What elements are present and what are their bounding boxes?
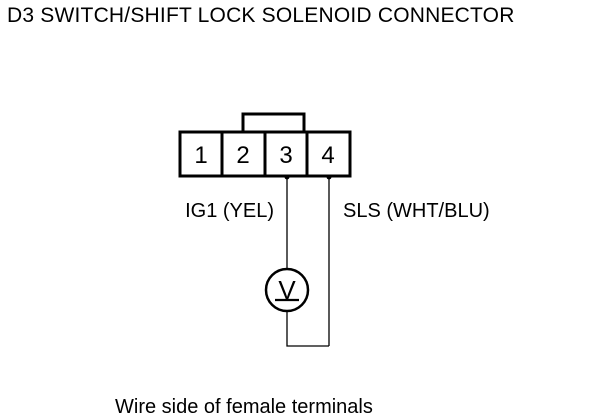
probe-wire-pin3-lower xyxy=(286,311,329,347)
wire-label-ig1: IG1 (YEL) xyxy=(185,200,274,222)
connector-latch xyxy=(241,112,306,135)
wire-label-sls: SLS (WHT/BLU) xyxy=(343,200,490,222)
voltmeter-icon: V xyxy=(264,267,310,313)
terminal-dot-3 xyxy=(284,174,290,180)
pin-number-4: 4 xyxy=(321,142,334,169)
diagram-title: D3 SWITCH/SHIFT LOCK SOLENOID CONNECTOR xyxy=(7,4,515,27)
terminal-dot-4 xyxy=(326,174,332,180)
pin-number-3: 3 xyxy=(279,142,292,169)
voltmeter-symbol: V xyxy=(278,275,296,305)
pin-number-1: 1 xyxy=(194,142,207,169)
caption-wire-side: Wire side of female terminals xyxy=(115,396,373,418)
pin-number-2: 2 xyxy=(236,142,249,169)
